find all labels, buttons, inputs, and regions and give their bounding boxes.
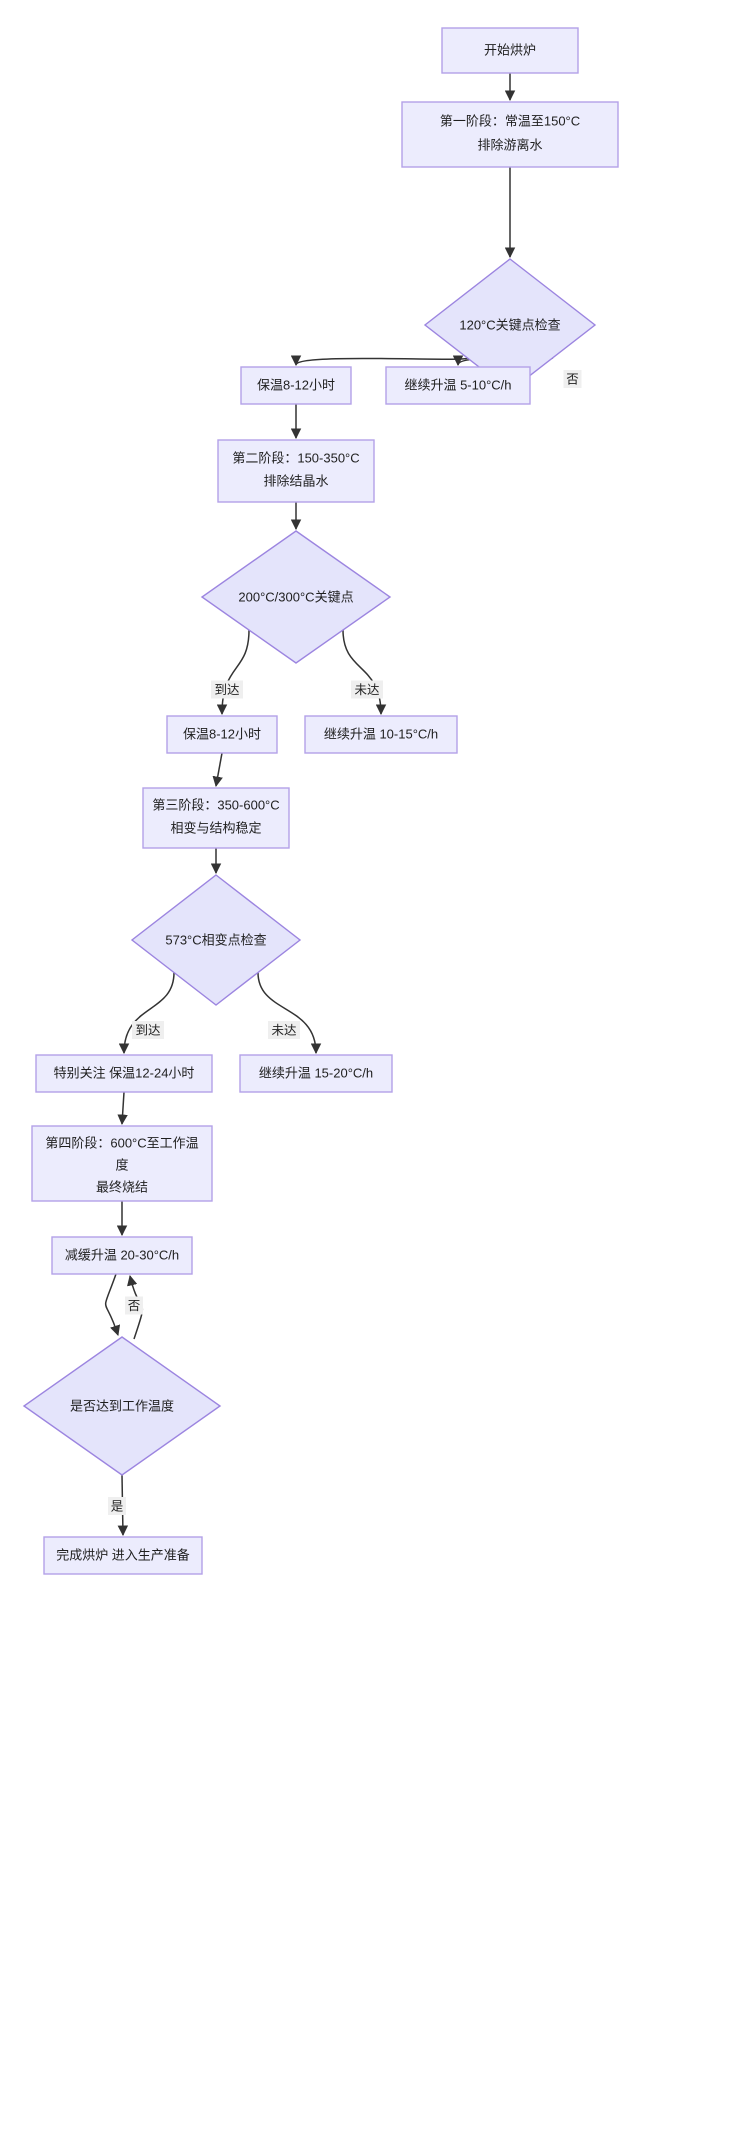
edge-hold3-to-stage4	[117, 1091, 128, 1126]
node-check573[interactable]: 573°C相变点检查	[130, 874, 302, 1006]
node-ramp2[interactable]: 继续升温 10-15°C/h	[304, 715, 458, 754]
edge-label-yes-final-text: 是	[111, 1499, 124, 1513]
node-check120[interactable]: 120°C关键点检查	[423, 258, 597, 392]
edge-slowramp-to-checkwork	[104, 1273, 121, 1336]
node-stage3[interactable]: 第三阶段：350-600°C 相变与结构稳定	[142, 787, 290, 849]
node-slowramp-label: 减缓升温 20-30°C/h	[65, 1247, 179, 1262]
edge-hold2-to-stage3	[212, 752, 223, 788]
node-finish-label: 完成烘炉 进入生产准备	[56, 1547, 190, 1562]
edge-label-no-loop: 否	[125, 1296, 143, 1315]
node-stage4[interactable]: 第四阶段：600°C至工作温 度 最终烧结	[31, 1125, 213, 1202]
node-slowramp[interactable]: 减缓升温 20-30°C/h	[51, 1236, 193, 1275]
edge-label-reach3-text: 到达	[135, 1023, 161, 1037]
node-hold1-label: 保温8-12小时	[257, 377, 335, 392]
edge-check200-reach	[216, 629, 250, 716]
node-checkwork-label: 是否达到工作温度	[70, 1398, 174, 1413]
node-hold1[interactable]: 保温8-12小时	[240, 366, 352, 405]
edge-check120-yes	[290, 355, 469, 367]
node-start-label: 开始烘炉	[484, 42, 536, 57]
node-stage1-line1: 第一阶段：常温至150°C	[440, 113, 580, 128]
node-stage4-line2: 度	[115, 1157, 128, 1172]
edge-check200-unreach	[342, 629, 387, 716]
node-stage2-line2: 排除结晶水	[263, 473, 328, 488]
node-ramp3[interactable]: 继续升温 15-20°C/h	[239, 1054, 393, 1093]
edge-label-unreach2: 未达	[351, 680, 383, 699]
node-ramp3-label: 继续升温 15-20°C/h	[259, 1065, 373, 1080]
edge-label-reach3: 到达	[132, 1021, 164, 1039]
node-check573-label: 573°C相变点检查	[165, 932, 266, 947]
node-ramp1[interactable]: 继续升温 5-10°C/h	[385, 366, 531, 405]
node-check200-label: 200°C/300°C关键点	[238, 589, 353, 604]
edge-label-unreach3-text: 未达	[271, 1023, 297, 1037]
node-hold2[interactable]: 保温8-12小时	[166, 715, 278, 754]
node-ramp2-label: 继续升温 10-15°C/h	[324, 726, 438, 741]
node-checkwork[interactable]: 是否达到工作温度	[22, 1336, 222, 1476]
edge-label-unreach3: 未达	[268, 1021, 300, 1039]
edge-label-reach2-text: 到达	[214, 683, 240, 697]
edge-check573-unreach	[257, 972, 322, 1055]
node-stage2-line1: 第二阶段：150-350°C	[232, 450, 359, 465]
node-stage3-line1: 第三阶段：350-600°C	[152, 797, 279, 812]
node-stage1-line2: 排除游离水	[477, 137, 542, 152]
node-finish[interactable]: 完成烘炉 进入生产准备	[43, 1536, 203, 1575]
node-ramp1-label: 继续升温 5-10°C/h	[404, 377, 511, 392]
edge-label-no1-text: 否	[566, 372, 579, 386]
node-check120-label: 120°C关键点检查	[459, 317, 560, 332]
edge-label-no1: 否	[563, 370, 582, 388]
edge-label-yes-final: 是	[108, 1497, 126, 1515]
edge-label-no-loop-text: 否	[128, 1299, 141, 1313]
node-check200[interactable]: 200°C/300°C关键点	[200, 530, 392, 664]
edge-label-unreach2-text: 未达	[354, 683, 380, 697]
node-hold2-label: 保温8-12小时	[183, 726, 261, 741]
node-stage2[interactable]: 第二阶段：150-350°C 排除结晶水	[217, 439, 375, 503]
node-start[interactable]: 开始烘炉	[441, 27, 579, 74]
node-stage4-line1: 第四阶段：600°C至工作温	[45, 1135, 198, 1150]
edge-check573-reach	[118, 972, 175, 1055]
edge-label-reach2: 到达	[211, 680, 243, 699]
node-stage4-line3: 最终烧结	[96, 1179, 148, 1194]
node-hold3-label: 特别关注 保温12-24小时	[54, 1065, 195, 1080]
node-stage3-line2: 相变与结构稳定	[170, 820, 261, 835]
node-stage1[interactable]: 第一阶段：常温至150°C 排除游离水	[401, 101, 619, 168]
node-hold3[interactable]: 特别关注 保温12-24小时	[35, 1054, 213, 1093]
